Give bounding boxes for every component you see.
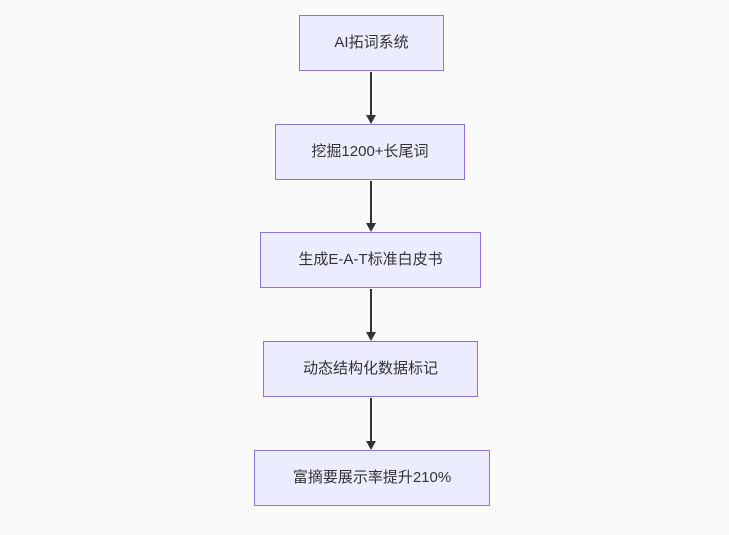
flow-arrow-down-icon: [365, 72, 376, 124]
flow-node-rich-snippet-result: 富摘要展示率提升210%: [254, 450, 490, 506]
flow-node-label: AI拓词系统: [334, 34, 409, 51]
flow-node-eat-whitepaper: 生成E-A-T标准白皮书: [260, 232, 481, 288]
flow-node-structured-data-markup: 动态结构化数据标记: [263, 341, 478, 397]
flow-node-ai-word-expansion: AI拓词系统: [299, 15, 444, 71]
flow-node-label: 生成E-A-T标准白皮书: [298, 251, 443, 268]
flow-node-longtail-mining: 挖掘1200+长尾词: [275, 124, 465, 180]
flow-node-label: 富摘要展示率提升210%: [292, 469, 452, 486]
flow-arrow-down-icon: [365, 398, 376, 450]
flow-node-label: 动态结构化数据标记: [302, 360, 438, 377]
flow-arrow-down-icon: [365, 289, 376, 341]
flow-arrow-down-icon: [365, 181, 376, 232]
flow-node-label: 挖掘1200+长尾词: [311, 143, 429, 160]
